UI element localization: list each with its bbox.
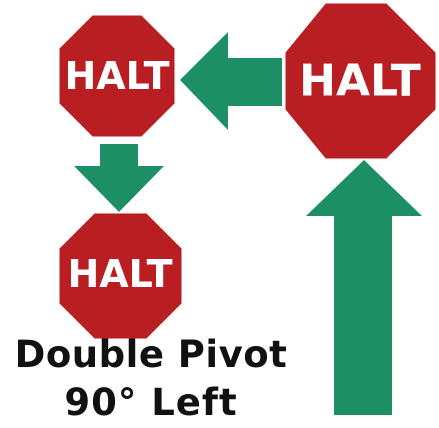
halt-sign-label: HALT [64,54,169,98]
octagon-shape [56,12,178,140]
octagon-shape [282,0,439,162]
halt-sign-bottom-left: HALT [56,210,185,342]
halt-sign-top-left: HALT [56,12,178,140]
arrow-left-icon [180,32,282,130]
caption-subtitle: 90° Left [64,381,238,424]
arrow-down-icon [74,144,164,212]
octagon-shape [56,210,185,342]
arrow-up-icon [306,160,422,415]
halt-sign-label: HALT [67,252,172,296]
halt-sign-label: HALT [299,56,421,107]
caption-title: Double Pivot [14,333,288,376]
halt-sign-top-right: HALT [282,0,439,162]
